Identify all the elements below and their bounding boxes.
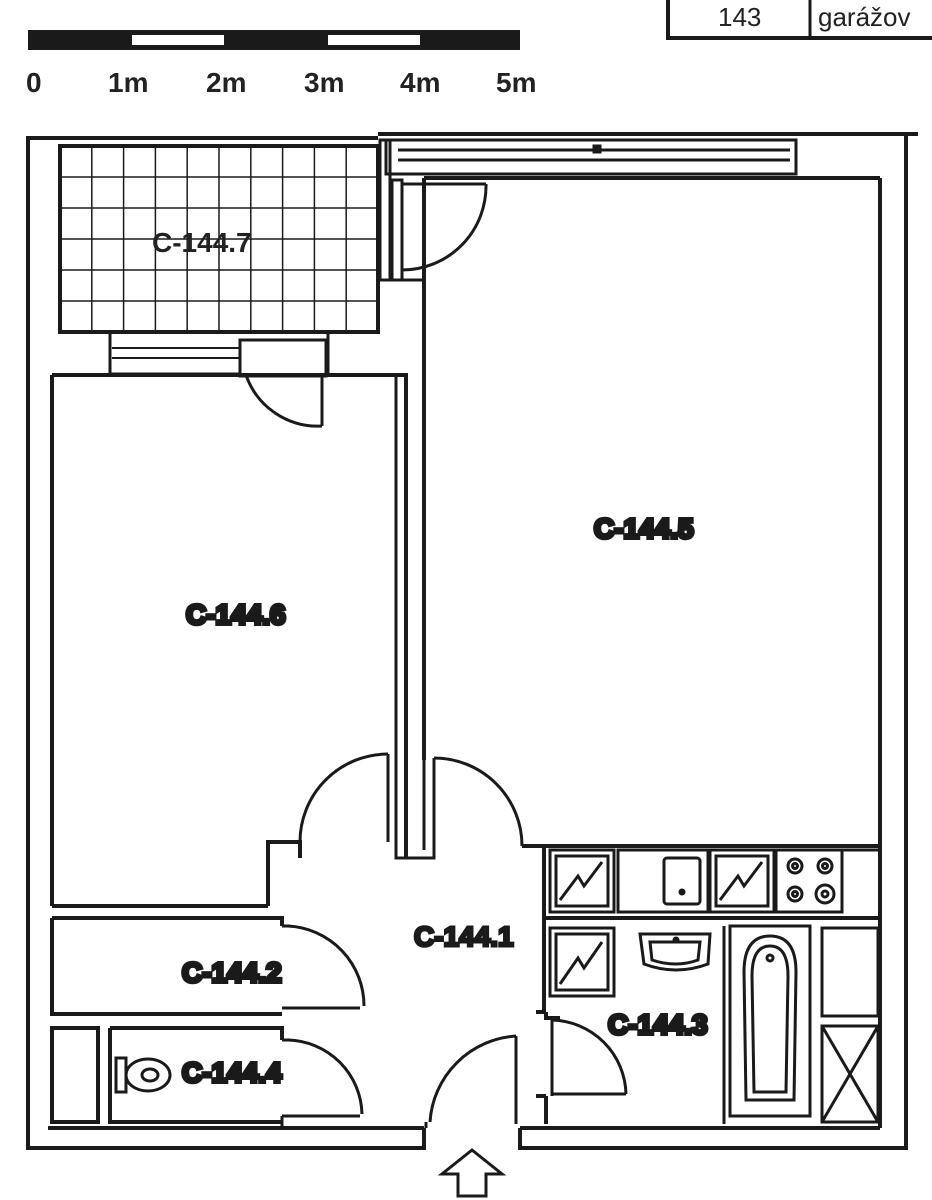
hall: C-144.1 [298,752,524,1128]
room-label-storage: C-144.2 [182,957,282,988]
room-label-bathroom: C-144.3 [608,1009,708,1040]
scale-label-5: 5m [496,67,536,98]
living-window [378,138,798,282]
scale-bar: 0 1m 2m 3m 4m 5m [26,30,536,98]
storage-room: C-144.2 [50,916,366,1016]
legend-text: garážov [818,2,911,32]
bedroom: C-144.6 [52,373,436,908]
scale-label-1: 1m [108,67,148,98]
washbasin-icon [638,932,712,972]
wc-room: C-144.4 [50,1026,364,1128]
terrace: C-144.7 [58,144,380,378]
legend-number: 143 [718,2,761,32]
legend-table: 143 garážov [666,0,932,40]
living-room: C-144.5 [400,178,696,760]
sink-icon [662,856,702,906]
scale-label-0: 0 [26,67,42,98]
room-label-bedroom: C-144.6 [186,599,286,630]
shaft-boxes [820,926,880,1124]
outer-walls [26,132,918,1150]
bath-cabinet-icon [548,926,616,998]
bathroom: C-144.3 [522,844,880,1124]
room-label-living: C-144.5 [594,513,694,544]
scale-label-3: 3m [304,67,344,98]
bathtub-icon [728,924,812,1118]
scale-label-2: 2m [206,67,246,98]
stove-icon [786,857,836,905]
room-label-wc: C-144.4 [182,1057,282,1088]
toilet-icon [114,1056,172,1094]
scale-label-4: 4m [400,67,440,98]
entrance-arrow-icon [437,1148,507,1198]
kitchen-units [548,848,880,914]
room-label-hall: C-144.1 [414,921,514,952]
room-label-terrace: C-144.7 [152,227,252,258]
